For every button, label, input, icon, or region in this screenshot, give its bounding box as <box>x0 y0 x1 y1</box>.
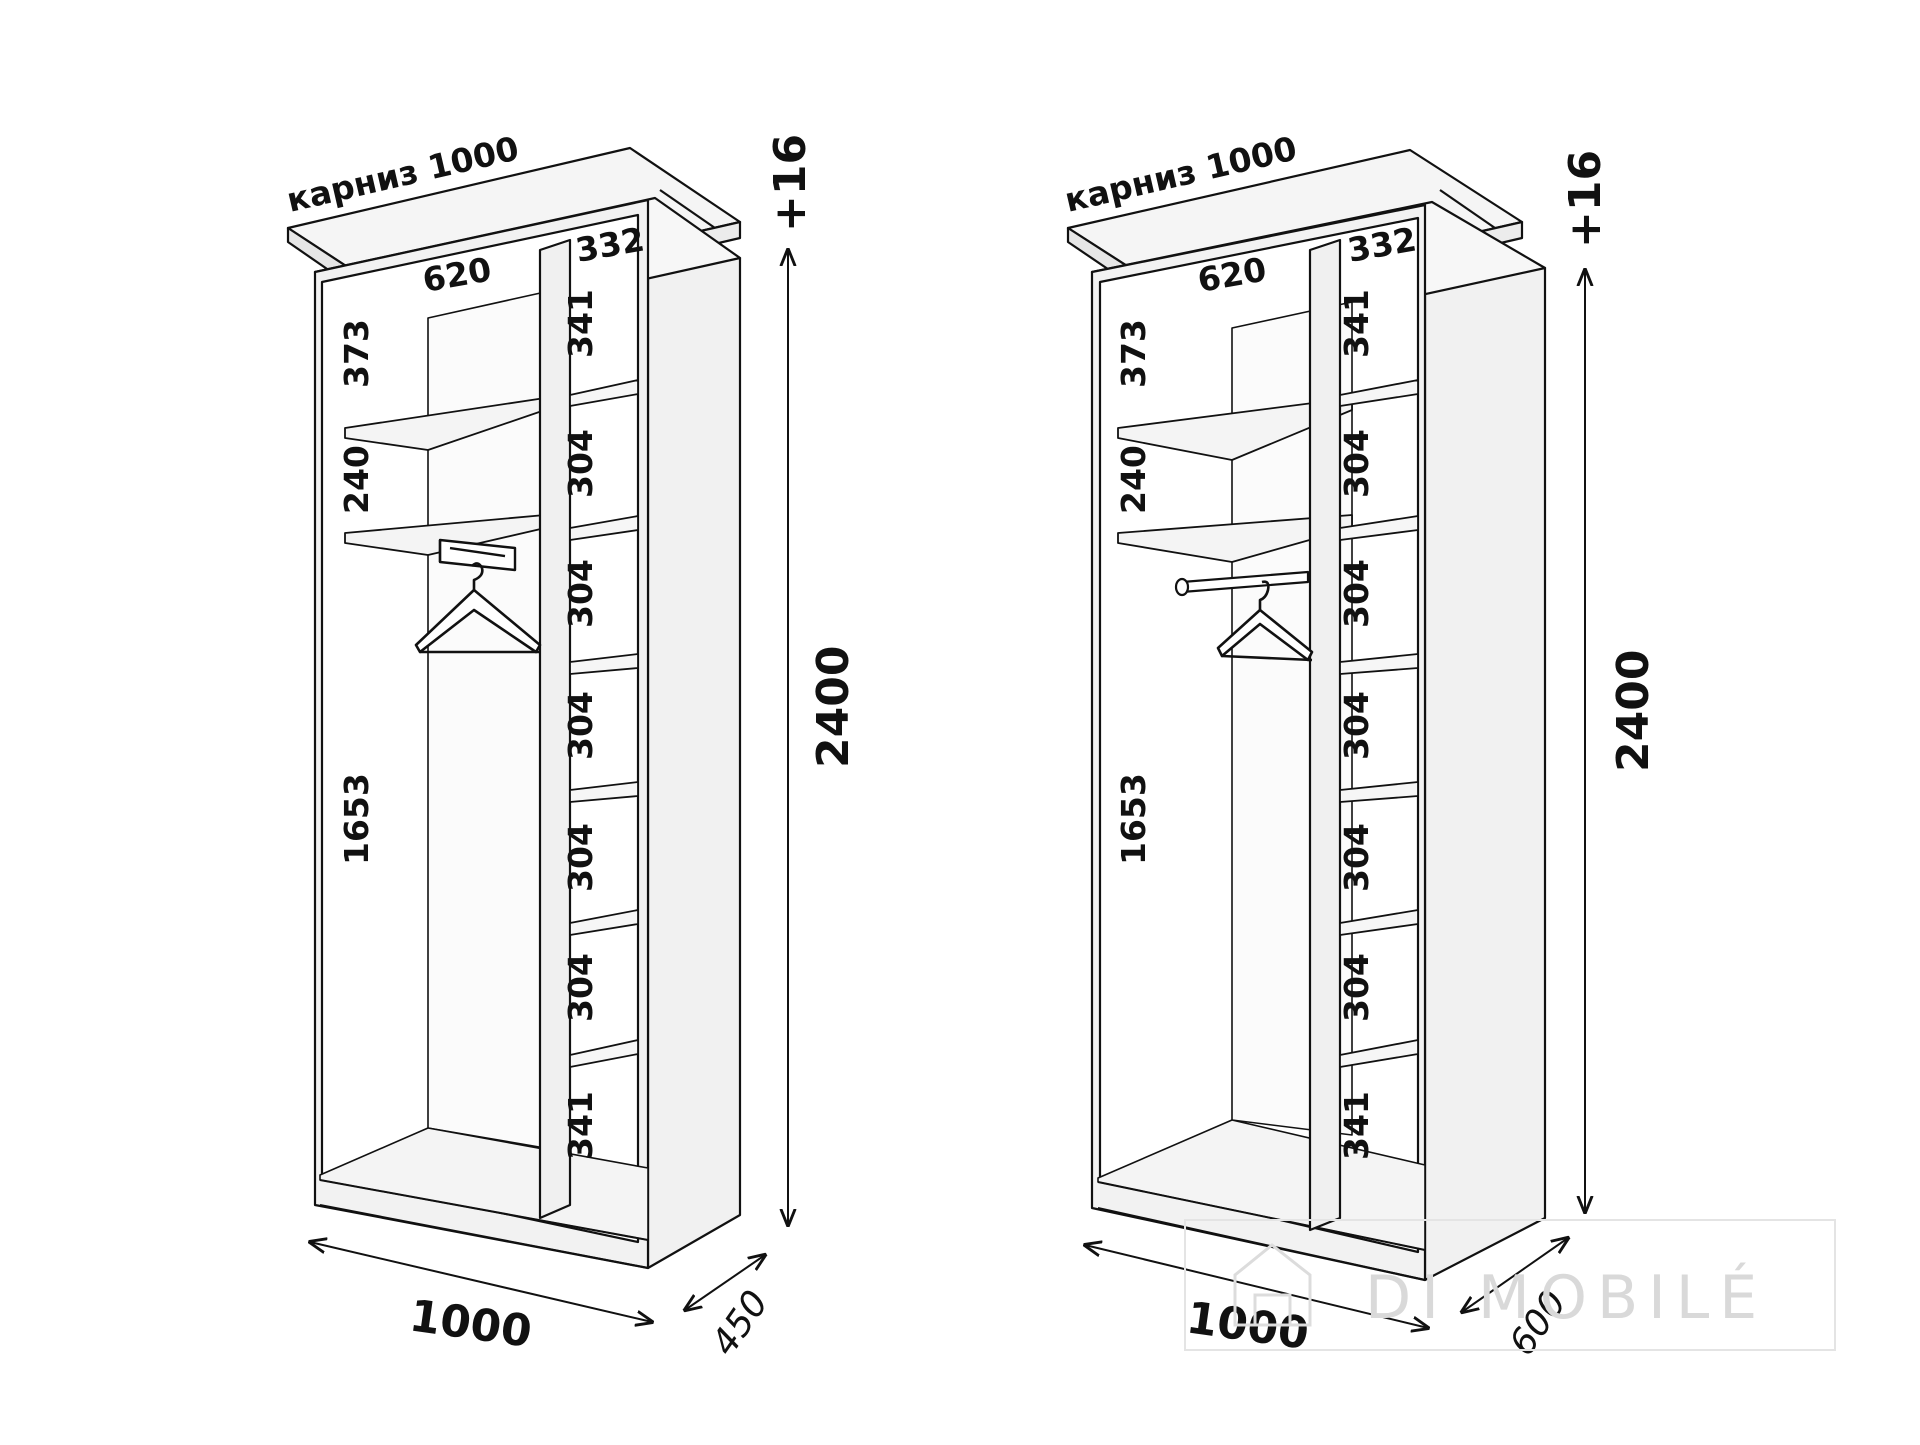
height-label: 2400 <box>1608 650 1659 772</box>
left-height-label-2: 240 <box>1114 445 1153 514</box>
shelf-height-label-2: 304 <box>561 429 600 498</box>
side-panel <box>646 198 742 1270</box>
wardrobe-left <box>286 146 742 1270</box>
shelf-height-label-1: 341 <box>1337 289 1376 358</box>
shelf-height-label-6: 304 <box>561 953 600 1022</box>
shelf-height-label-5: 304 <box>1337 823 1376 892</box>
left-height-label-1: 373 <box>337 319 376 388</box>
pull-out-rail-icon <box>438 538 517 572</box>
shelf <box>344 514 546 556</box>
wardrobe-right <box>1066 148 1547 1282</box>
hanger-icon <box>414 562 542 654</box>
shelf-height-label-4: 304 <box>561 691 600 760</box>
shelf-height-label-3: 304 <box>561 559 600 628</box>
shelf-height-label-6: 304 <box>1337 953 1376 1022</box>
left-height-label-3: 1653 <box>337 773 376 865</box>
shelf-height-label-5: 304 <box>561 823 600 892</box>
depth-label: 450 <box>704 1283 777 1363</box>
watermark-text: DI MOBILÉ <box>1365 1261 1767 1333</box>
plinth <box>1097 1119 1426 1251</box>
shelf-height-label-7: 341 <box>561 1091 600 1160</box>
shelf-height-label-7: 341 <box>1337 1091 1376 1160</box>
right-section-shelves <box>1339 379 1419 1068</box>
shelf-height-label-3: 304 <box>1337 559 1376 628</box>
width-label: 1000 <box>406 1290 534 1358</box>
shelf-height-label-1: 341 <box>561 289 600 358</box>
shelf-height-label-2: 304 <box>1337 429 1376 498</box>
partition <box>1308 238 1342 1232</box>
height-label: 2400 <box>808 646 859 768</box>
depth-dimension-line <box>685 1255 765 1310</box>
right-section-shelves <box>569 379 639 1068</box>
watermark: DI MOBILÉ <box>1184 1219 1836 1351</box>
partition <box>538 238 572 1220</box>
width-dimension-line <box>1085 1245 1428 1328</box>
side-panel <box>1423 203 1547 1282</box>
width-dimension-line <box>310 1242 652 1322</box>
shelf <box>344 397 546 451</box>
depth-dimension-line <box>1462 1238 1568 1312</box>
top-offset-label: +16 <box>1560 150 1611 248</box>
hanging-rod-icon <box>1174 570 1310 597</box>
left-height-label-3: 1653 <box>1114 773 1153 865</box>
house-logo-icon <box>1233 1243 1312 1327</box>
left-height-label-2: 240 <box>337 445 376 514</box>
hanger-icon <box>1216 580 1314 662</box>
top-offset-label: +16 <box>765 134 816 232</box>
left-height-label-1: 373 <box>1114 319 1153 388</box>
shelf-height-label-4: 304 <box>1337 691 1376 760</box>
